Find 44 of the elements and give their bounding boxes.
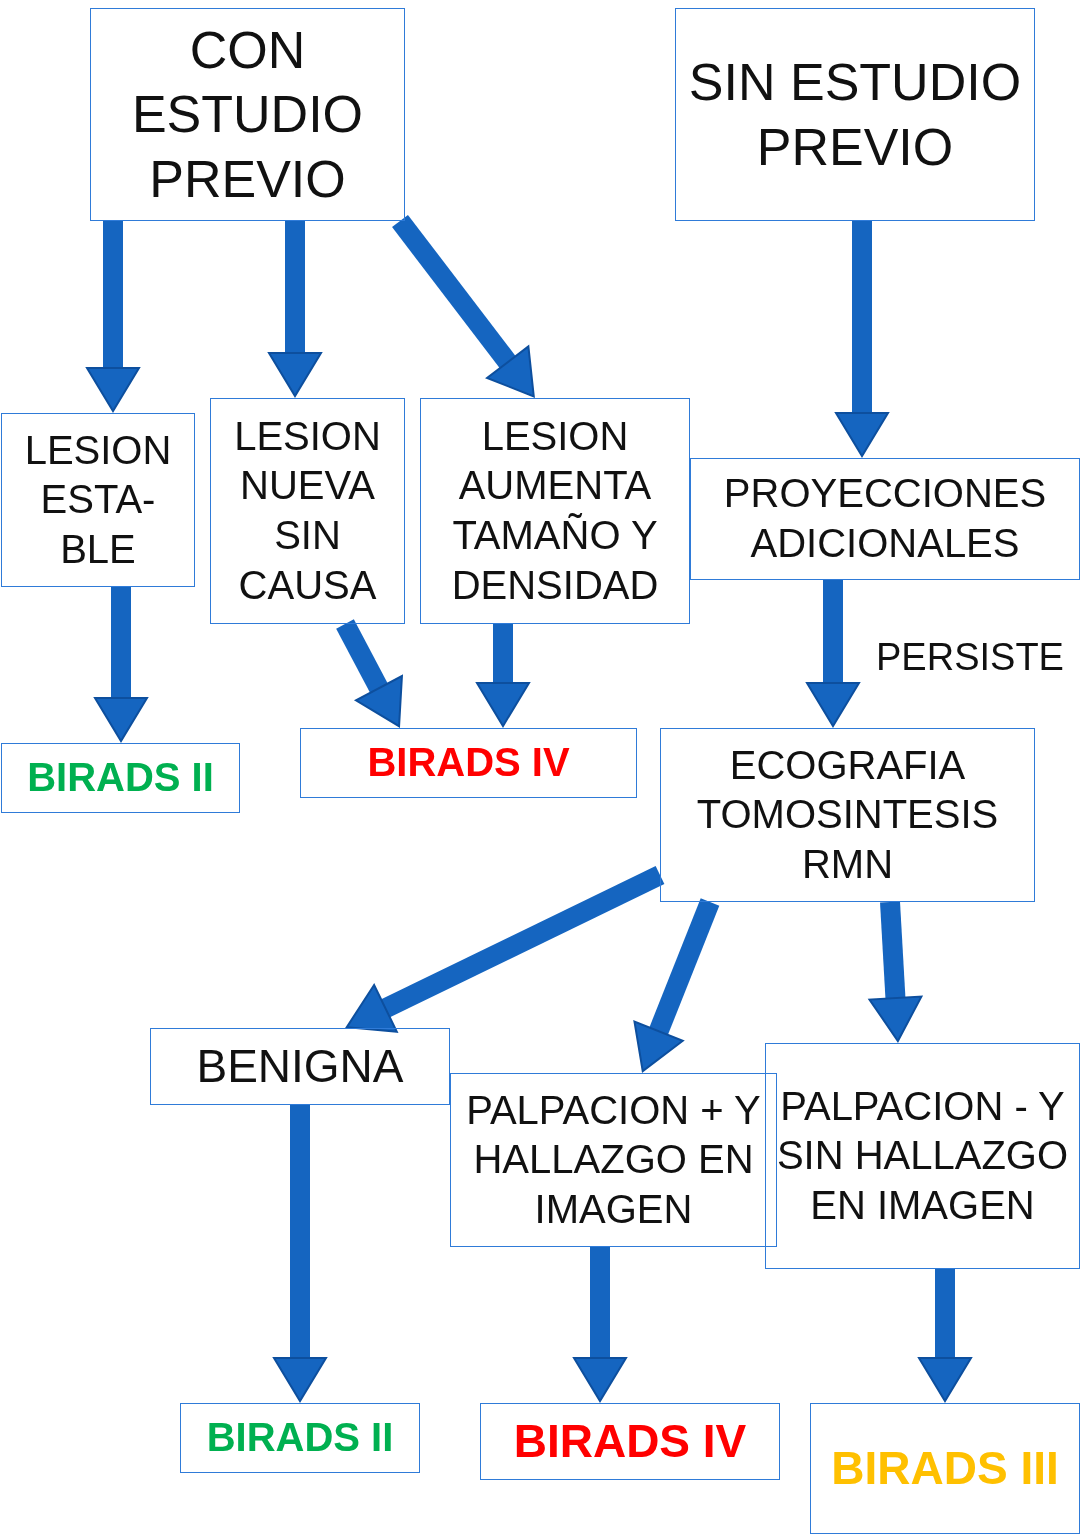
node-text: LESION NUEVA SIN CAUSA — [233, 412, 382, 609]
node-text: BIRADS II — [206, 1414, 394, 1462]
process-box — [210, 398, 405, 624]
process-box — [675, 8, 1035, 221]
block-arrow — [336, 619, 403, 728]
node-text: PROYECCIONES ADICIONALES — [722, 470, 1048, 567]
process-box — [420, 398, 690, 624]
process-box — [150, 1028, 450, 1105]
process-box — [690, 458, 1080, 580]
block-arrow — [268, 221, 322, 397]
result-box — [300, 728, 637, 798]
node-text: SIN ESTUDIO PREVIO — [687, 52, 1023, 178]
result-box — [1, 743, 240, 813]
result-box — [180, 1403, 420, 1473]
node-text: BIRADS IV — [367, 739, 570, 787]
block-arrow — [573, 1247, 627, 1402]
block-arrow — [273, 1105, 327, 1402]
block-arrow — [868, 901, 923, 1042]
process-box — [660, 728, 1035, 902]
process-box — [1, 413, 195, 587]
block-arrow — [86, 221, 140, 412]
node-text: PALPACION + Y HALLAZGO EN IMAGEN — [465, 1086, 762, 1233]
result-box — [480, 1403, 780, 1480]
block-arrow — [633, 898, 720, 1073]
block-arrow — [918, 1269, 972, 1402]
block-arrow — [476, 624, 530, 727]
node-text: BIRADS IV — [513, 1414, 747, 1469]
block-arrow — [835, 221, 889, 457]
node-text: LESION AUMENTA TAMAÑO Y DENSIDAD — [450, 412, 660, 609]
node-text: ECOGRAFIA TOMOSINTESIS RMN — [695, 741, 1000, 888]
block-arrow — [392, 214, 535, 398]
node-text: BENIGNA — [196, 1039, 404, 1094]
node-text: BIRADS II — [27, 754, 214, 802]
block-arrow — [94, 587, 148, 742]
node-text: PALPACION - Y SIN HALLAZGO EN IMAGEN — [775, 1082, 1070, 1229]
process-box — [450, 1073, 777, 1247]
block-arrow — [806, 580, 860, 727]
process-box — [90, 8, 405, 221]
process-box — [765, 1043, 1080, 1269]
node-text: CON ESTUDIO PREVIO — [130, 19, 365, 210]
block-arrow — [345, 866, 665, 1033]
node-text: BIRADS III — [831, 1441, 1059, 1496]
node-text: LESION ESTA- BLE — [23, 426, 173, 573]
result-box — [810, 1403, 1080, 1534]
